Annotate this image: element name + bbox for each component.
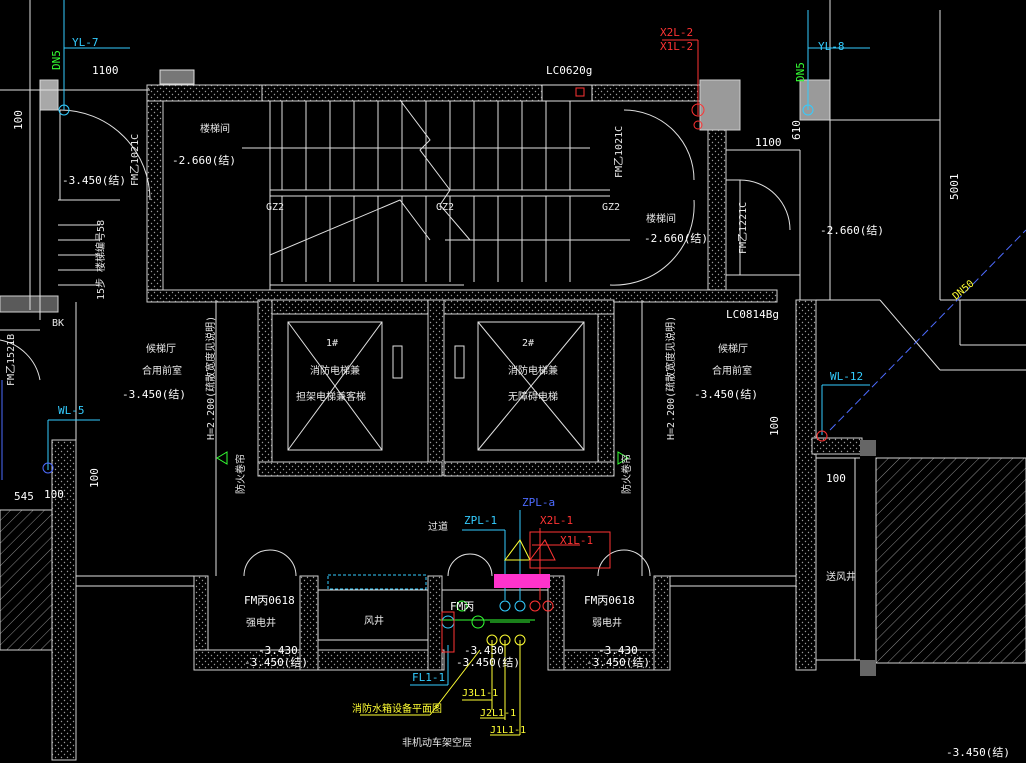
label-lc0814: LC0814Bg	[726, 308, 779, 321]
label-yl8: YL-8	[818, 40, 845, 53]
gz-2: GZ2	[436, 202, 454, 213]
label-lc0620: LC0620g	[546, 64, 592, 77]
stair-treads	[281, 101, 571, 282]
window-corridor[interactable]	[327, 574, 427, 590]
window-lc0620[interactable]	[541, 84, 593, 102]
column-dark-1	[860, 440, 876, 456]
door-fm-left: FM乙1021C	[129, 134, 141, 186]
elevator2-num: 2#	[522, 338, 534, 349]
door-fm-far-left: FM乙1521B	[5, 334, 17, 386]
dim-100-wl5: 100	[88, 468, 101, 488]
level-7: -3.430	[258, 644, 298, 657]
stair-note: 15步 楼梯编号58	[94, 220, 107, 300]
dim-545: 545	[14, 490, 34, 503]
dim-1100-right: 1100	[755, 136, 782, 149]
level-9: -3.430	[464, 644, 504, 657]
shaft-wind: 风井	[364, 614, 384, 627]
room-lobby-left-1: 候梯厅	[146, 342, 176, 355]
shaft-strong: 强电井	[246, 616, 276, 629]
label-x2l1: X2L-1	[540, 514, 573, 527]
dn5-left: DN5	[50, 50, 63, 70]
label-yl7: YL-7	[72, 36, 99, 49]
fire-note: 消防水箱设备平面图	[352, 702, 442, 715]
door-fm-right: FM乙1221C	[737, 202, 749, 254]
label-zpl1: ZPL-1	[464, 514, 497, 527]
bk-label: BK	[52, 318, 64, 329]
window-left-top[interactable]	[159, 69, 195, 85]
linework	[0, 0, 1026, 661]
pipes	[1, 0, 1026, 736]
label-zpla: ZPL-a	[522, 496, 555, 509]
dn5-right: DN5	[794, 62, 807, 82]
door-fm-bottom-mid: FM丙	[450, 600, 474, 613]
door-fm-bottom-right: FM丙0618	[584, 594, 635, 607]
dim-100-wl12: 100	[768, 416, 781, 436]
dim-1100-left: 1100	[92, 64, 119, 77]
label-j1l11: J1L1-1	[490, 725, 526, 736]
pipe-symbols	[42, 87, 828, 653]
dim-610: 610	[790, 120, 803, 140]
door-fm-center: FM乙1021C	[613, 126, 625, 178]
room-lobby-left-2: 合用前室	[142, 364, 182, 377]
level-13: -3.450(结)	[946, 746, 1010, 759]
level-1: -3.450(结)	[62, 174, 126, 187]
label-j3l11: J3L1-1	[462, 688, 498, 699]
shaft-weak: 弱电井	[592, 616, 622, 629]
level-10: -3.450(结)	[456, 656, 520, 669]
level-5: -3.450(结)	[122, 388, 186, 401]
label-fl11: FL1-1	[412, 671, 445, 684]
level-4: -2.660(结)	[820, 224, 884, 237]
elevator1-line-b: 担架电梯兼客梯	[296, 390, 366, 403]
label-wl5: WL-5	[58, 404, 85, 417]
label-x1l1: X1L-1	[560, 534, 593, 547]
bottom-note: 非机动车架空层	[402, 736, 472, 749]
label-wl12: WL-12	[830, 370, 863, 383]
walls	[0, 79, 863, 761]
elevator2-line-a: 消防电梯兼	[508, 364, 558, 377]
level-11: -3.430	[598, 644, 638, 657]
room-lobby-right-1: 候梯厅	[718, 342, 748, 355]
hatch-left-lower	[0, 509, 53, 651]
door-fm-bottom-left: FM丙0618	[244, 594, 295, 607]
hatch-right-lower	[875, 457, 1026, 664]
dim-100-c: 100	[826, 472, 846, 485]
vertical-note-left: H=2.200(疏散宽度见说明)	[204, 316, 217, 440]
level-2: -2.660(结)	[172, 154, 236, 167]
level-8: -3.450(结)	[244, 656, 308, 669]
label-x2l2: X2L-2	[660, 26, 693, 39]
dim-100-left: 100	[12, 110, 25, 130]
elevator2-line-b: 无障碍电梯	[508, 390, 558, 403]
vertical-note-right: H=2.200(疏散宽度见说明)	[664, 316, 677, 440]
label-dn50: DN50	[951, 278, 977, 302]
level-6: -3.450(结)	[694, 388, 758, 401]
side-right: 防火卷帘	[620, 454, 633, 494]
label-j2l11: J2L1-1	[480, 708, 516, 719]
level-3: -2.660(结)	[644, 232, 708, 245]
level-12: -3.450(结)	[586, 656, 650, 669]
label-x1l2: X1L-2	[660, 40, 693, 53]
elevator1-num: 1#	[326, 338, 338, 349]
room-stair-left: 楼梯间	[200, 122, 230, 135]
column-dark-2	[860, 660, 876, 676]
dim-5001: 5001	[948, 174, 961, 201]
room-stair-right: 楼梯间	[646, 212, 676, 225]
gz-3: GZ2	[602, 202, 620, 213]
side-left: 防火卷帘	[234, 454, 247, 494]
elevator1-line-a: 消防电梯兼	[310, 364, 360, 377]
gz-1: GZ2	[266, 202, 284, 213]
dim-100-b: 100	[44, 488, 64, 501]
corridor-label: 过道	[428, 520, 448, 533]
shaft-air: 送风井	[826, 570, 856, 583]
room-lobby-right-2: 合用前室	[712, 364, 752, 377]
